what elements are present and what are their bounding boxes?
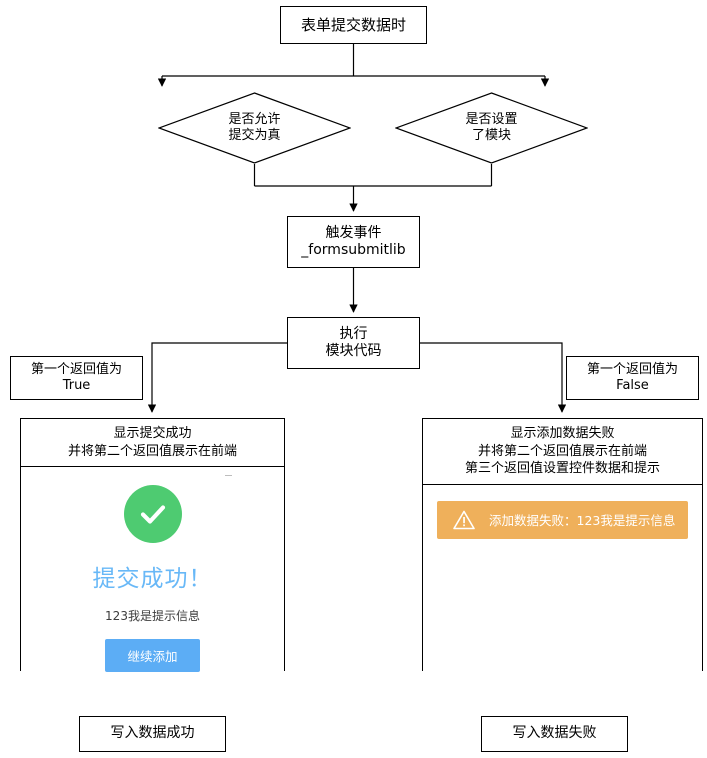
diamond-shape-icon: [395, 92, 588, 164]
panel-success-body: 提交成功！ 123我是提示信息 继续添加: [21, 467, 284, 718]
decorative-dash: [225, 475, 232, 477]
panel-success-header-line2: 并将第二个返回值展示在前端: [67, 443, 237, 459]
node-start: 表单提交数据时: [280, 6, 427, 44]
node-return-true: 第一个返回值为 True: [10, 356, 143, 400]
panel-success: 显示提交成功 并将第二个返回值展示在前端 提交成功！ 123我是提示信息 继续添…: [20, 418, 285, 718]
node-condition-allow-submit-label: 是否允许 提交为真: [158, 92, 351, 164]
cond-allow-line1: 是否允许: [228, 111, 281, 127]
panel-failure-header: 显示添加数据失败 并将第二个返回值展示在前端 第三个返回值设置控件数据和提示: [423, 419, 702, 485]
error-alert-text: 添加数据失败：123我是提示信息: [489, 513, 676, 529]
warning-triangle-icon: [453, 510, 475, 529]
node-condition-module-set-label: 是否设置 了模块: [395, 92, 588, 164]
node-start-label: 表单提交数据时: [300, 15, 406, 34]
success-title: 提交成功！: [92, 566, 213, 593]
node-write-failure: 写入数据失败: [481, 716, 628, 752]
success-message: 123我是提示信息: [105, 609, 200, 624]
node-return-true-line1: 第一个返回值为: [30, 361, 122, 377]
error-alert-bar: 添加数据失败：123我是提示信息: [437, 500, 688, 539]
error-mock-screen: 添加数据失败：123我是提示信息: [423, 485, 702, 539]
node-condition-module-set: 是否设置 了模块: [395, 92, 588, 164]
check-circle-icon: [123, 485, 182, 544]
panel-failure-header-line1: 显示添加数据失败: [510, 426, 615, 441]
panel-failure: 显示添加数据失败 并将第二个返回值展示在前端 第三个返回值设置控件数据和提示 添…: [422, 418, 703, 735]
node-write-success-label: 写入数据成功: [110, 725, 195, 742]
cond-module-line2: 了模块: [471, 128, 511, 143]
node-return-false-line2: False: [616, 378, 649, 393]
success-mock-screen: 提交成功！ 123我是提示信息 继续添加: [21, 467, 284, 673]
continue-add-button[interactable]: 继续添加: [105, 639, 200, 673]
panel-failure-body: 添加数据失败：123我是提示信息: [423, 484, 702, 735]
cond-allow-line2: 提交为真: [228, 128, 281, 143]
diamond-shape-icon: [158, 92, 351, 164]
node-execute-line2: 模块代码: [325, 343, 382, 359]
panel-failure-header-line3: 第三个返回值设置控件数据和提示: [464, 461, 660, 477]
node-condition-allow-submit: 是否允许 提交为真: [158, 92, 351, 164]
node-trigger-line1: 触发事件: [325, 224, 382, 241]
node-return-false: 第一个返回值为 False: [566, 356, 699, 400]
node-execute-module-code: 执行 模块代码: [287, 317, 420, 369]
panel-success-header: 显示提交成功 并将第二个返回值展示在前端: [21, 419, 284, 468]
node-return-true-line2: True: [62, 378, 91, 393]
panel-failure-header-line2: 并将第二个返回值展示在前端: [477, 443, 647, 459]
node-return-false-line1: 第一个返回值为: [586, 361, 678, 377]
cond-module-line1: 是否设置: [465, 111, 518, 127]
node-trigger-event: 触发事件 _formsubmitlib: [287, 216, 420, 268]
node-write-failure-label: 写入数据失败: [512, 725, 597, 742]
node-execute-line1: 执行: [339, 325, 368, 342]
node-trigger-line2: _formsubmitlib: [301, 242, 406, 258]
node-write-success: 写入数据成功: [79, 716, 226, 752]
panel-success-header-line1: 显示提交成功: [113, 426, 192, 441]
